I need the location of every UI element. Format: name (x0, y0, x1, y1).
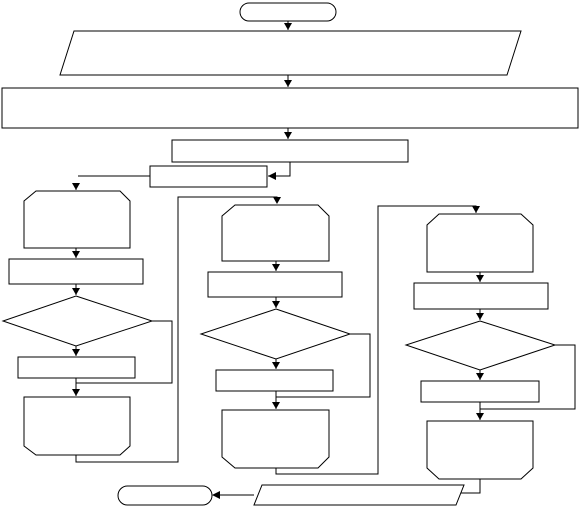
loop-box (149, 165, 268, 188)
connector (460, 479, 481, 494)
preparation-box-col2 (221, 204, 330, 262)
process-box-wide (1, 87, 579, 129)
preparation-box-col1 (23, 190, 131, 249)
decision-diamond-col2 (199, 308, 352, 360)
arrowhead (72, 251, 80, 258)
connector (268, 162, 291, 177)
decision-branch-connector (76, 320, 173, 384)
arrowhead (284, 132, 292, 139)
arrowhead (284, 80, 292, 87)
arrowhead (472, 206, 480, 213)
decision-branch-connector (480, 344, 576, 410)
arrowhead (72, 389, 80, 396)
arrowhead (476, 413, 484, 420)
end-box-col2 (221, 409, 330, 469)
arrowhead (72, 349, 80, 356)
arrowhead (72, 288, 80, 295)
decision-diamond-col1 (1, 295, 154, 347)
arrowhead (268, 172, 276, 180)
process-box-col3-branch (420, 380, 540, 403)
arrowhead (272, 264, 280, 271)
decision-diamond-col3 (404, 320, 557, 371)
start-terminator (239, 2, 337, 22)
process-box-col3 (413, 282, 549, 310)
output-parallelogram (253, 484, 465, 506)
process-box-col1 (8, 258, 144, 285)
arrowhead (272, 402, 280, 409)
arrowhead (476, 313, 484, 320)
end-box-col3 (426, 420, 534, 480)
process-box-col1-branch (17, 356, 136, 379)
end-box-col1 (23, 396, 131, 456)
arrowhead (476, 275, 484, 282)
arrowhead (272, 362, 280, 369)
arrowhead (476, 373, 484, 380)
process-box-col2 (207, 271, 343, 298)
arrowhead (272, 301, 280, 308)
preparation-box-col3 (426, 213, 534, 273)
arrowhead (72, 183, 80, 190)
decision-branch-connector (276, 333, 371, 398)
input-parallelogram (59, 30, 522, 76)
arrowhead (212, 491, 220, 499)
process-box (171, 139, 409, 163)
arrowhead (284, 23, 292, 30)
arrowhead (273, 197, 281, 204)
process-box-col2-branch (215, 369, 334, 392)
end-terminator (117, 485, 213, 506)
